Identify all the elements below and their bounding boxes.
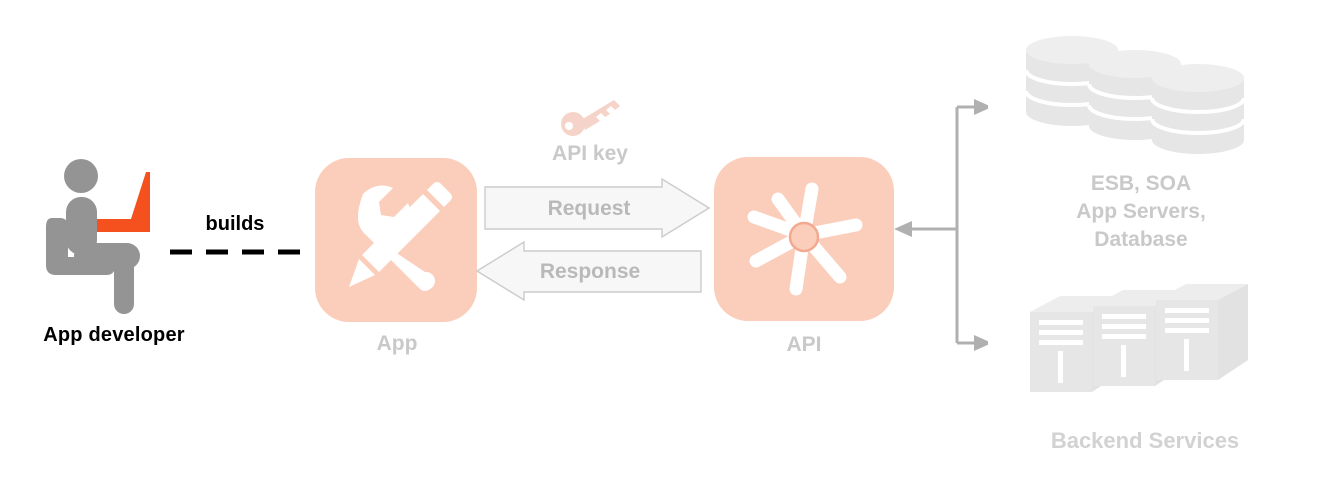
key-icon <box>559 98 623 138</box>
builds-label: builds <box>205 213 265 235</box>
database-label-line-3: Database <box>1094 228 1188 251</box>
app-node[interactable] <box>315 158 477 322</box>
api-label: API <box>786 333 822 356</box>
api-key-label: API key <box>552 142 628 165</box>
database-stack-icon <box>1024 34 1256 162</box>
arrow-head-right-bottom <box>974 335 992 351</box>
backend-services-label: Backend Services <box>1050 428 1240 453</box>
app-label: App <box>376 332 418 355</box>
api-hub-star-icon <box>740 173 868 306</box>
database-label-line-1: ESB, SOA <box>1090 172 1192 195</box>
seated-developer-with-laptop-icon <box>38 158 178 318</box>
backend-connector-lines <box>888 90 992 360</box>
app-developer-label: App developer <box>43 324 185 346</box>
database-label: ESB, SOA App Servers, Database <box>1022 170 1260 254</box>
builds-dashed-line <box>168 243 304 255</box>
database-label-line-2: App Servers, <box>1076 200 1206 223</box>
request-label: Request <box>547 197 631 220</box>
arrow-left-icon <box>475 240 702 302</box>
wrench-and-pencil-tools-icon <box>335 177 457 304</box>
arrow-right-icon <box>484 177 711 239</box>
server-racks-icon <box>1030 282 1252 394</box>
api-node[interactable] <box>714 157 894 321</box>
arrow-head-right-top <box>974 99 992 115</box>
arrow-head-left <box>894 221 912 237</box>
response-label: Response <box>539 260 641 283</box>
